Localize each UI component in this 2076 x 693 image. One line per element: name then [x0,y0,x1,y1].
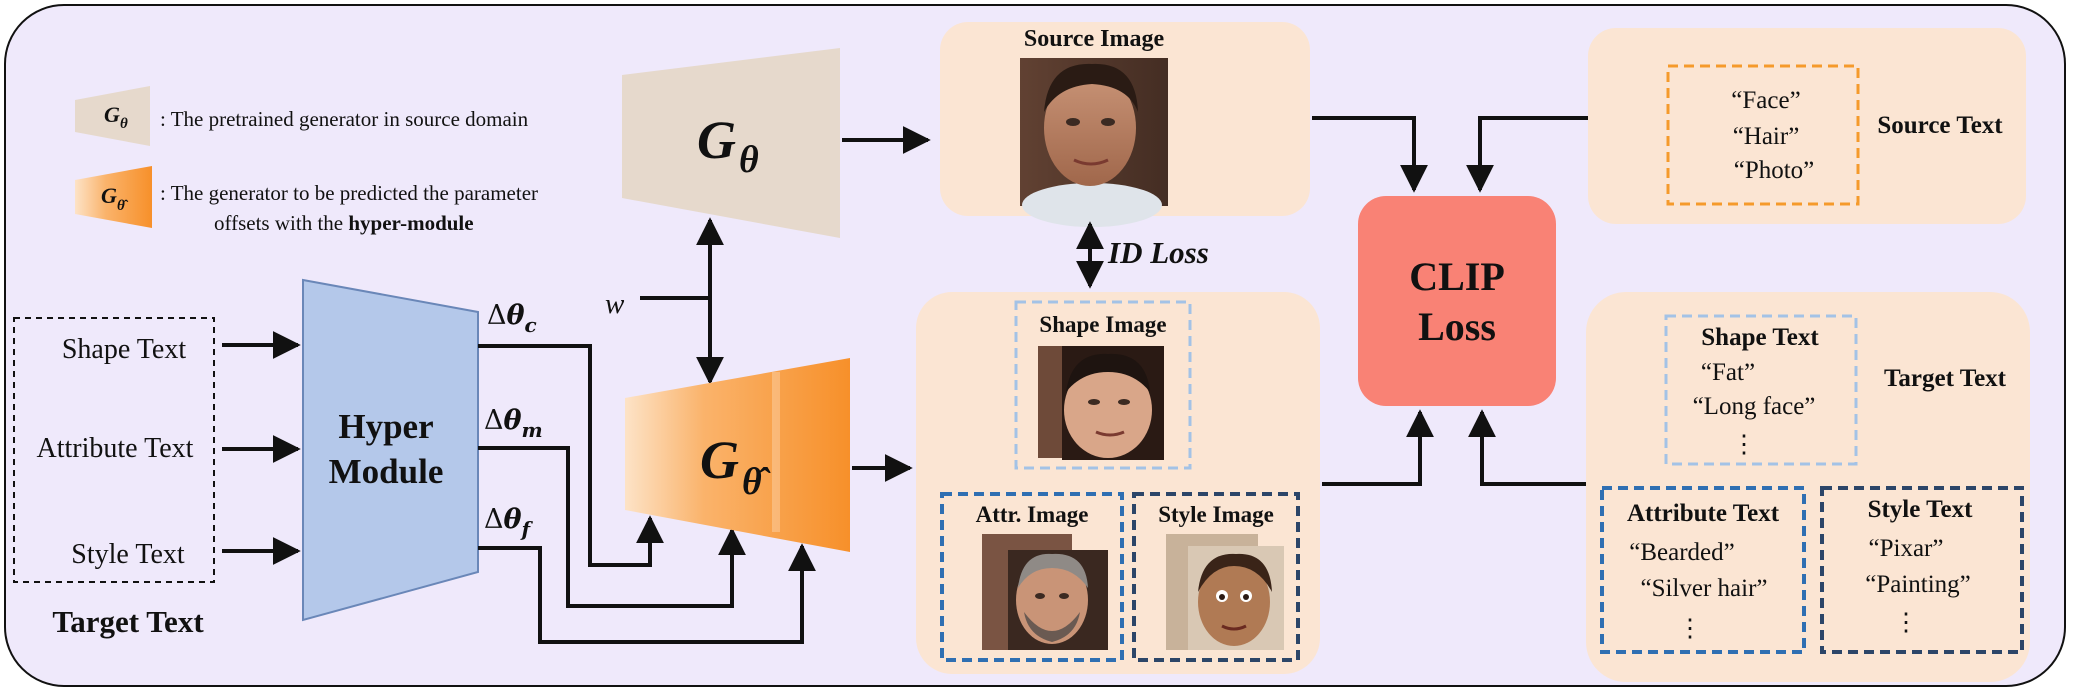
source-text-item-photo: “Photo” [1734,157,1815,184]
legend-pretrained-desc: : The pretrained generator in source dom… [160,107,529,131]
offset-c-label: Δθc [487,300,537,337]
attr-image-title: Attr. Image [976,502,1089,527]
style-text-item-pixar: “Pixar” [1869,535,1944,562]
shape-text-item-long-face: “Long face” [1693,393,1816,420]
source-text-panel-bg [1588,28,2026,224]
source-generator-symbol: G [697,110,736,170]
legend-predicted-symbol: G [101,183,117,208]
source-image-panel: Source Image [940,22,1310,227]
legend-predicted-generator-icon [75,166,152,228]
arrow-offset-m [478,446,746,608]
legend: G θ : The pretrained generator in source… [75,86,538,235]
attribute-text-title: Attribute Text [1627,500,1780,527]
hyper-module-shape [302,278,479,622]
source-generator-sub: θ [739,139,759,181]
legend-pretrained-sub: θ [120,116,128,132]
source-face-image [1020,58,1168,227]
source-text-title: Source Text [1877,112,2003,139]
target-text-panel: Shape Text Attribute Text Style Text Tar… [13,317,215,639]
target-generator-symbol: G [700,430,739,490]
style-face-image [1166,534,1284,650]
style-text-ellipsis: ⋮ [1894,609,1919,636]
style-text-input-label: Style Text [71,539,185,570]
offset-f-label: Δθf [484,504,534,541]
w-label: w [605,288,625,320]
clip-loss: CLIP Loss [1358,196,1556,406]
shape-text-box [1664,314,1858,466]
hyper-module-label-line1: Hyper [338,407,433,446]
source-generator-shape [622,48,840,238]
shape-text-title: Shape Text [1701,324,1819,351]
style-image-title: Style Image [1158,502,1274,527]
clip-loss-box [1358,196,1556,406]
source-text-box [1666,64,1860,206]
source-text-item-face: “Face” [1731,87,1800,114]
attr-face-image [982,534,1108,650]
offset-m-label: Δθm [484,405,543,442]
shape-image-title: Shape Image [1039,312,1166,337]
clip-loss-label-line1: CLIP [1409,254,1505,299]
hyper-module: Hyper Module [302,278,479,622]
attribute-text-ellipsis: ⋮ [1678,615,1703,642]
target-generator: G θ̂ [625,358,850,552]
arrow-source-text-to-clip [1466,116,1590,193]
shape-text-item-fat: “Fat” [1701,359,1755,386]
legend-pretrained-symbol: G [104,102,120,127]
target-text-right-panel-bg [1586,292,2030,682]
legend-pretrained-generator-icon [75,86,150,146]
target-generator-sheen [772,372,780,532]
source-text-item-hair: “Hair” [1733,123,1800,150]
attribute-text-item-bearded: “Bearded” [1629,539,1734,566]
target-text-right-panel: Target Text Shape Text “Fat” “Long face”… [1586,292,2030,682]
style-text-box [1820,486,2024,654]
source-image-title: Source Image [1024,26,1165,52]
source-generator: G θ [622,48,840,238]
style-text-item-painting: “Painting” [1865,571,1971,598]
arrow-source-image-to-clip [1312,116,1428,193]
shape-text-input-label: Shape Text [62,334,186,365]
hyper-module-label-line2: Module [329,452,444,491]
legend-predicted-desc-line1: : The generator to be predicted the para… [160,181,538,205]
shape-face-image [1038,346,1164,460]
style-image-box [1132,492,1300,662]
target-images-panel: Shape Image Attr. Image [916,292,1320,674]
target-text-right-title: Target Text [1884,365,2007,392]
target-text-panel-title: Target Text [52,604,204,639]
attribute-text-box [1600,486,1806,654]
arrow-offset-f [478,543,816,644]
target-generator-shape [625,358,850,552]
attribute-text-item-silver-hair: “Silver hair” [1640,575,1767,602]
legend-predicted-sub: θ̂ [117,198,129,214]
arrow-offset-c [478,344,664,567]
style-text-title: Style Text [1868,496,1974,523]
id-loss-label: ID Loss [1107,235,1209,270]
legend-predicted-desc-line2: offsets with the hyper-module [214,211,474,235]
offset-labels: Δθc Δθm Δθf [484,300,543,541]
shape-image-box [1014,300,1192,470]
attribute-text-input-label: Attribute Text [37,433,194,464]
attr-image-box [940,492,1124,662]
arrow-target-images-to-clip [1322,409,1434,486]
arrow-target-text-to-clip [1468,409,1590,486]
source-text-panel: “Face” “Hair” “Photo” Source Text [1588,28,2026,224]
clip-loss-label-line2: Loss [1418,304,1496,349]
target-text-box [13,317,215,583]
shape-text-ellipsis: ⋮ [1732,431,1757,458]
